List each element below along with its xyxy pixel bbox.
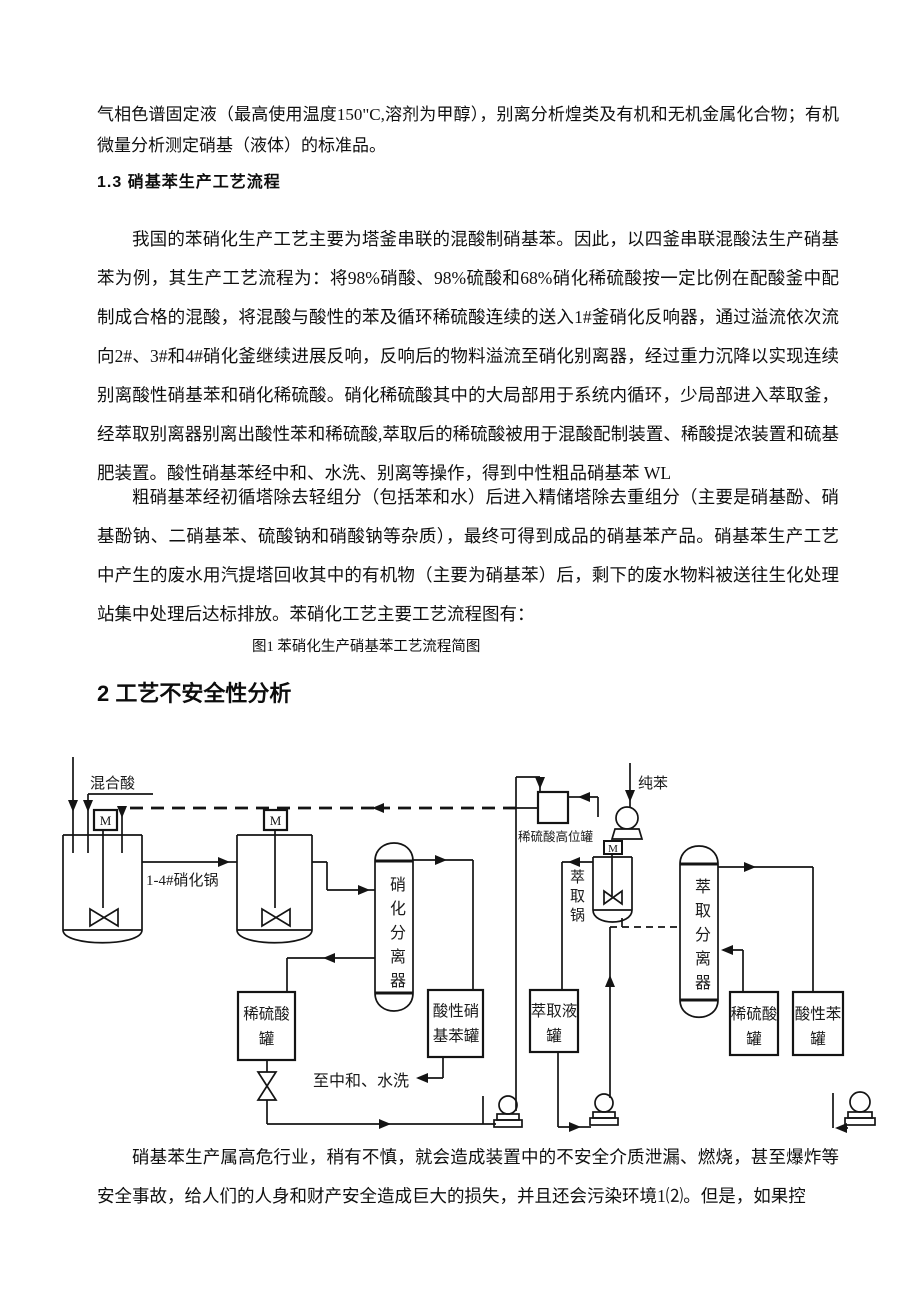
line-separator-to-dilute-acid-tank [286,953,375,992]
flow-diagram-canvas: M M M [62,757,876,1133]
paragraph-process-flow-2: 粗硝基苯经初循塔除去轻组分（包括苯和水）后进入精储塔除去重组分（主要是硝基酚、硝… [97,487,839,624]
to-neutralization-label: 至中和、水洗 [313,1073,410,1090]
acid-nitrobenzene-tank [416,988,485,1083]
extraction-separator-column [679,845,719,1019]
extract-tank-and-pump [528,927,619,1132]
paragraph-gc-intro: 气相色谱固定液（最高使用温度150"C,溶剂为甲醇），别离分析煌类及有机和无机金… [97,105,839,155]
mixed-acid-label: 混合酸 [90,776,136,792]
acid-head-tank [536,790,599,825]
motor-label-extraction-pot: M [608,843,618,855]
extract-tank-label: 萃取液罐 [530,1003,578,1045]
extraction-pot-vessel [561,856,633,990]
acid-nitrobenzene-tank-label: 酸性硝基苯罐 [432,1003,480,1045]
extraction-pot-label: 萃取锅 [568,869,584,926]
paragraph-hazard: 硝基苯生产属高危行业，稍有不慎，就会造成装置中的不安全介质泄漏、燃烧，甚至爆炸等… [97,1147,839,1206]
line-extsep-to-acid-benzene-tank [718,862,814,992]
dilute-acid-tank-left [236,990,496,1129]
dilute-acid-tank-left-label: 稀硫酸罐 [243,1006,290,1048]
line-separator-to-acid-nb-tank [413,855,474,990]
acid-benzene-tank-label: 酸性苯罐 [794,1006,842,1048]
nitrator-vessel-1 [62,808,143,944]
nitration-separator-column [374,842,414,1012]
benzene-feed-pump [603,763,644,896]
nitration-separator-label: 硝化分离器 [387,876,404,996]
process-flow-diagram: M M M 混合酸 1-4#硝化锅 硝化分离器 稀硫酸高位罐 纯苯 萃取锅 稀硫… [0,750,920,1142]
heading-1-3: 1.3 硝基苯生产工艺流程 [97,174,281,191]
heading-2: 2 工艺不安全性分析 [97,681,292,706]
dilute-acid-tank-right-label: 稀硫酸罐 [730,1006,778,1048]
dilute-acid-tank-right [728,990,780,1057]
acid-circulation-pump [482,776,545,1128]
extraction-separator-label: 萃取分离器 [692,878,709,998]
acid-benzene-tank [791,990,845,1057]
nitrator-vessel-2 [236,808,313,944]
paragraph-process-flow-1: 我国的苯硝化生产工艺主要为塔釜串联的混酸制硝基苯。因此，以四釜串联混酸法生产硝基… [97,229,839,483]
motor-label-vessel1: M [100,813,112,828]
acid-head-tank-label: 稀硫酸高位罐 [518,830,594,844]
figure-caption: 图1 苯硝化生产硝基苯工艺流程简图 [252,639,481,655]
line-dilute-acid-right-to-column [721,945,744,992]
motor-label-vessel2: M [270,813,282,828]
nitrator-label: 1-4#硝化锅 [146,873,219,889]
pure-benzene-label: 纯苯 [638,776,669,792]
feed-lines-vessel-1 [68,757,153,853]
line-vessel2-to-separator [312,861,375,895]
benzene-pump [832,1091,876,1133]
